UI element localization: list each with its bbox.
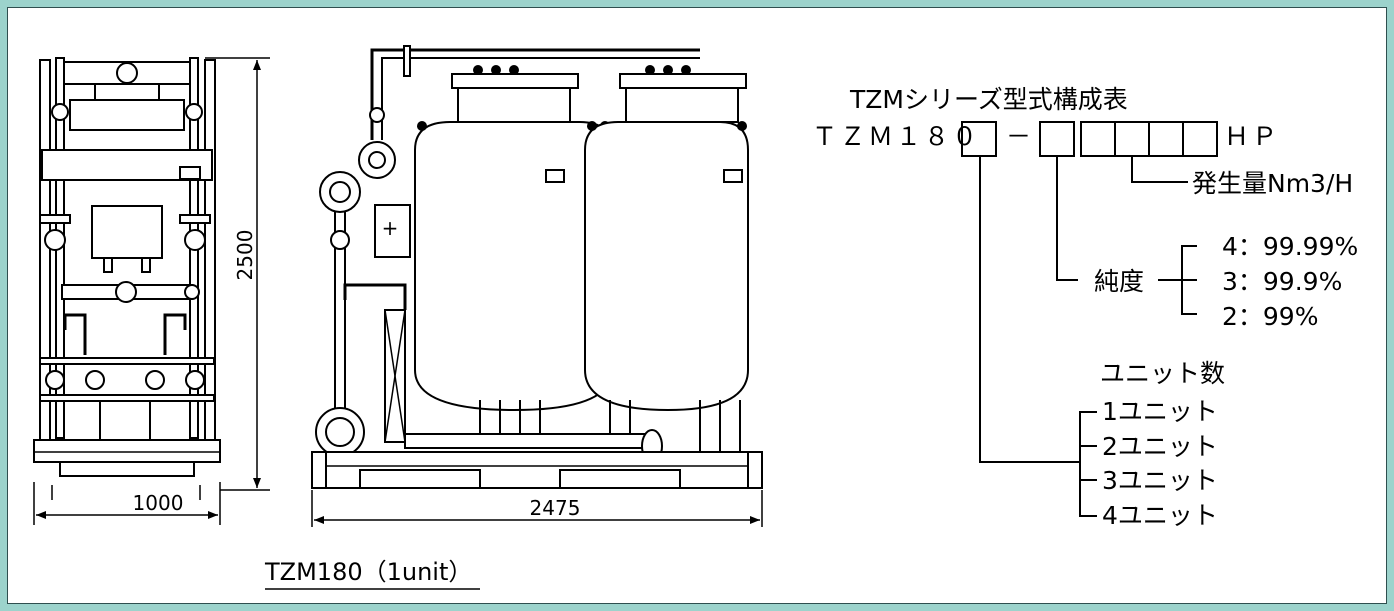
model-code-dash: －: [1006, 122, 1034, 151]
unit-option-4: 4ユニット: [1102, 501, 1218, 530]
model-code-prefix: ＴＺＭ１８０: [812, 122, 980, 151]
purity-option-2: 3：99.9%: [1222, 267, 1342, 296]
purity-leader: [1056, 156, 1197, 315]
purity-label: 純度: [1094, 267, 1144, 296]
front-width-label: 1000: [133, 491, 184, 515]
height-dimension: [205, 57, 270, 491]
svg-text:+: +: [382, 216, 399, 240]
side-view: +: [311, 45, 763, 489]
front-width-dimension: [33, 482, 221, 525]
model-table-title: TZMシリーズ型式構成表: [849, 85, 1128, 114]
unit-option-3: 3ユニット: [1102, 466, 1218, 495]
purity-box: [1039, 121, 1075, 157]
unit-option-2: 2ユニット: [1102, 432, 1218, 461]
capacity-box-4: [1182, 121, 1218, 157]
purity-option-1: 4：99.99%: [1222, 232, 1358, 261]
side-width-dimension: [311, 490, 763, 527]
capacity-box-1: [1080, 121, 1116, 157]
units-leader: [979, 156, 1097, 517]
capacity-box-3: [1148, 121, 1184, 157]
model-code-boxes: [961, 121, 1218, 157]
front-view: [33, 57, 221, 477]
capacity-box-2: [1114, 121, 1150, 157]
side-width-label: 2475: [530, 496, 581, 520]
capacity-label: 発生量Nm3/H: [1192, 169, 1353, 198]
units-label: ユニット数: [1100, 359, 1225, 388]
model-code-suffix: ＨＰ: [1224, 122, 1280, 151]
unit-option-1: 1ユニット: [1102, 397, 1218, 426]
height-label: 2500: [233, 230, 257, 281]
drawing-caption: TZM180（1unit）: [264, 558, 472, 586]
capacity-leader: [1131, 156, 1188, 183]
purity-option-3: 2：99%: [1222, 302, 1318, 331]
